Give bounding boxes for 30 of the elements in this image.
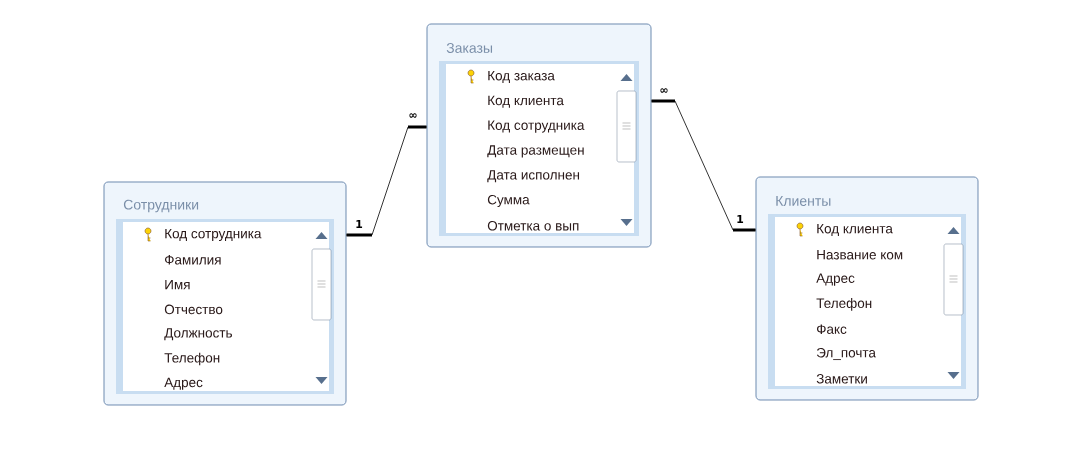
field-name: Сумма: [487, 194, 530, 208]
field-name: Эл_почта: [816, 347, 876, 361]
field-name: Телефон: [164, 352, 220, 366]
field-name: Адрес: [164, 377, 203, 390]
field-name: Код клиента: [488, 95, 564, 108]
table-title: Заказы: [446, 43, 492, 53]
field-name: Отчество: [164, 304, 223, 315]
cardinality-label: ∞: [660, 88, 668, 93]
field-name: Код сотрудника: [165, 228, 262, 242]
field-name: Название ком: [817, 250, 903, 260]
field-name: Адрес: [816, 273, 855, 286]
cardinality-label: 1: [356, 220, 363, 228]
table-title: Клиенты: [776, 196, 831, 206]
field-name: Код сотрудника: [488, 120, 585, 133]
relationship-line: [651, 99, 756, 232]
field-name: Факс: [817, 324, 847, 334]
cardinality-label: ∞: [409, 113, 417, 118]
field-name: Дата размещен: [487, 145, 584, 158]
field-name: Имя: [165, 279, 190, 290]
field-name: Заметки: [816, 374, 867, 384]
field-name: Должность: [164, 328, 232, 341]
cardinality-label: 1: [737, 215, 744, 223]
field-name: Код клиента: [817, 224, 893, 236]
field-name: Телефон: [816, 298, 872, 311]
relationship-line: [346, 125, 427, 237]
field-name: Фамилия: [165, 255, 221, 265]
field-name: Код заказа: [488, 71, 555, 83]
field-name: Отметка о вып: [487, 221, 579, 231]
table-title: Сотрудники: [123, 199, 199, 213]
field-name: Дата исполнен: [487, 170, 579, 183]
